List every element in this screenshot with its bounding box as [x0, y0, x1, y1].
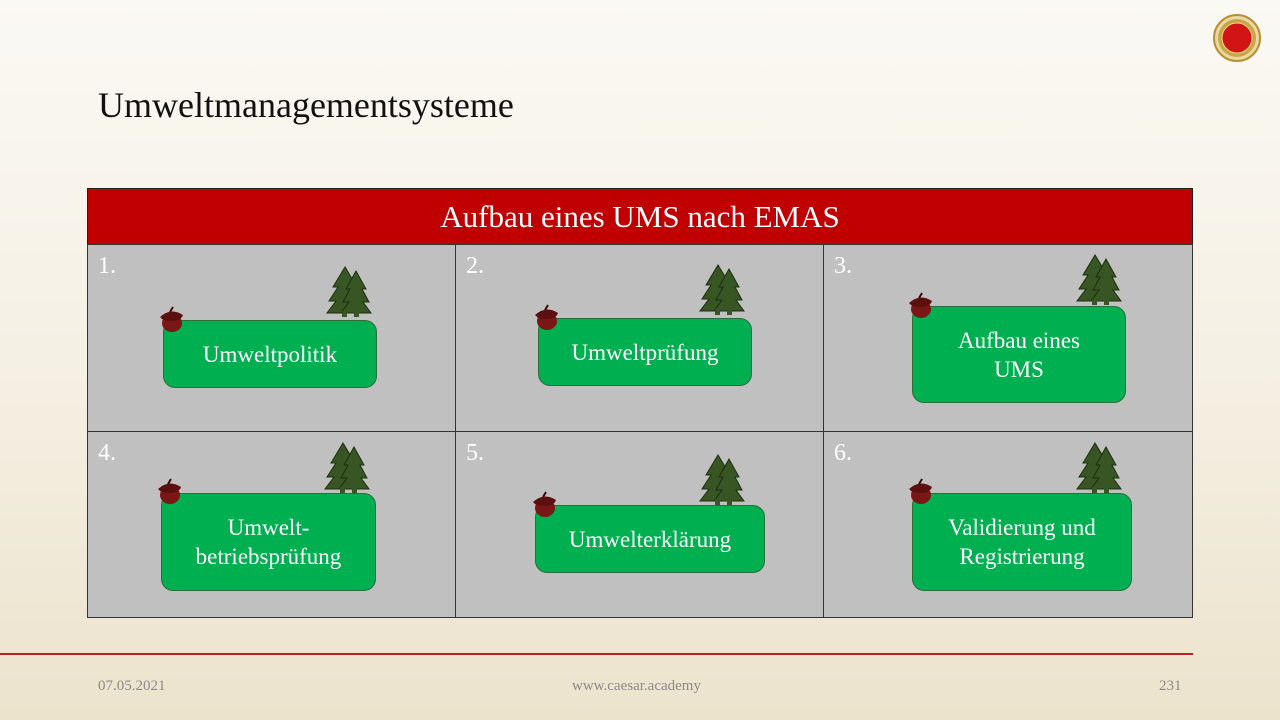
- step-box-umwelterklaerung: Umwelterklärung: [535, 505, 765, 573]
- footer-divider: [0, 653, 1193, 655]
- step-box-validierung-registrierung: Validierung und Registrierung: [912, 493, 1132, 591]
- step-number: 4.: [98, 440, 116, 466]
- slide-title: Umweltmanagementsysteme: [98, 85, 514, 125]
- acorn-icon: [158, 478, 181, 504]
- acorn-icon: [535, 304, 558, 330]
- step-box-umweltpolitik: Umweltpolitik: [163, 320, 377, 388]
- trees-icon: [699, 264, 745, 315]
- step-number: 2.: [466, 253, 484, 279]
- acorn-icon: [909, 478, 932, 504]
- ums-table: Aufbau eines UMS nach EMAS 1. Umweltpoli…: [87, 188, 1193, 618]
- table-header: Aufbau eines UMS nach EMAS: [87, 188, 1193, 245]
- table-cell-3: 3. Aufbau eines UMS: [823, 244, 1193, 432]
- table-cell-1: 1. Umweltpolitik: [87, 244, 456, 432]
- table-cell-4: 4. Umwelt- betriebsprüfung: [87, 431, 456, 618]
- step-number: 3.: [834, 253, 852, 279]
- step-box-aufbau-ums: Aufbau eines UMS: [912, 306, 1126, 403]
- acorn-icon: [909, 292, 932, 318]
- trees-icon: [1076, 442, 1122, 493]
- trees-icon: [699, 454, 745, 505]
- step-number: 5.: [466, 440, 484, 466]
- footer-url: www.caesar.academy: [572, 678, 701, 694]
- table-cell-2: 2. Umweltprüfung: [455, 244, 824, 432]
- acorn-icon: [533, 491, 556, 517]
- acorn-icon: [160, 306, 183, 332]
- footer-date: 07.05.2021: [98, 678, 166, 694]
- step-box-umweltbetriebspruefung: Umwelt- betriebsprüfung: [161, 493, 376, 591]
- trees-icon: [326, 266, 372, 317]
- slide-number: 231: [1159, 678, 1182, 694]
- trees-icon: [324, 442, 370, 493]
- trees-icon: [1076, 254, 1122, 305]
- table-cell-5: 5. Umwelterklärung: [455, 431, 824, 618]
- step-number: 1.: [98, 253, 116, 279]
- step-number: 6.: [834, 440, 852, 466]
- table-cell-6: 6. Validierung und Registrierung: [823, 431, 1193, 618]
- step-box-umweltpruefung: Umweltprüfung: [538, 318, 752, 386]
- caesar-seal-icon: [1213, 14, 1261, 62]
